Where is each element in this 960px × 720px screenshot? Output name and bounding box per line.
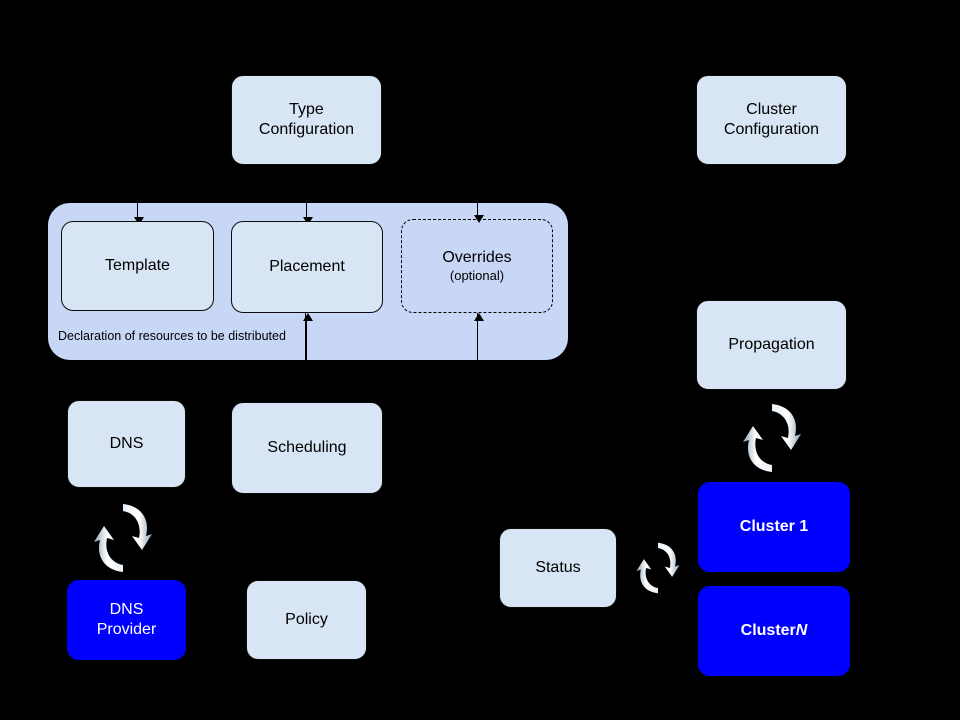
node-overrides-sublabel: (optional) — [449, 267, 505, 283]
node-policy[interactable]: Policy — [246, 580, 367, 660]
arrow-to-template — [133, 203, 144, 225]
node-type-configuration[interactable]: Type Configuration — [231, 75, 382, 165]
node-dns[interactable]: DNS — [67, 400, 186, 488]
node-cluster-n-suffix: N — [795, 622, 808, 639]
sync-arrows-icon-status — [632, 530, 684, 606]
node-scheduling[interactable]: Scheduling — [231, 402, 383, 494]
node-cluster-1[interactable]: Cluster 1 — [698, 482, 850, 572]
node-overrides-label: Overrides — [442, 248, 512, 266]
node-propagation[interactable]: Propagation — [696, 300, 847, 390]
node-placement[interactable]: Placement — [231, 221, 383, 313]
arrow-to-placement — [302, 203, 313, 225]
declaration-panel-caption: Declaration of resources to be distribut… — [58, 329, 286, 343]
node-cluster-n[interactable]: Cluster N — [698, 586, 850, 676]
panel-divider — [305, 313, 306, 360]
arrow-from-policy-to-overrides — [473, 313, 484, 361]
sync-arrows-icon-dns — [88, 500, 158, 576]
arrow-to-overrides — [473, 203, 484, 223]
node-overrides[interactable]: Overrides (optional) — [401, 219, 553, 313]
arrow-head-icon — [302, 313, 313, 321]
arrow-from-scheduling-to-placement — [302, 313, 313, 361]
node-dns-provider[interactable]: DNS Provider — [67, 580, 186, 660]
node-status[interactable]: Status — [499, 528, 617, 608]
node-cluster-configuration[interactable]: Cluster Configuration — [696, 75, 847, 165]
node-template[interactable]: Template — [61, 221, 214, 311]
node-cluster-n-prefix: Cluster — [740, 622, 796, 639]
arrow-head-icon — [473, 313, 484, 321]
sync-arrows-icon-propagation — [737, 397, 807, 479]
